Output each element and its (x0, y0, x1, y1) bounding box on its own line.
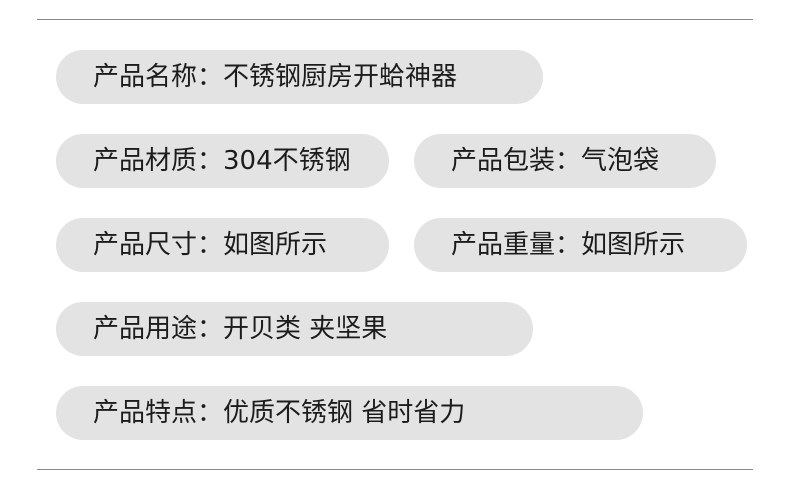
spec-product-weight: 产品重量：如图所示 (414, 218, 747, 272)
spec-product-name: 产品名称：不锈钢厨房开蛤神器 (56, 50, 543, 104)
top-divider (37, 19, 753, 20)
spec-product-feature: 产品特点：优质不锈钢 省时省力 (56, 386, 643, 440)
bottom-divider (37, 469, 753, 470)
spec-product-usage: 产品用途：开贝类 夹坚果 (56, 302, 533, 356)
spec-product-package: 产品包装：气泡袋 (414, 134, 716, 188)
spec-product-size: 产品尺寸：如图所示 (56, 218, 389, 272)
spec-product-material: 产品材质：304不锈钢 (56, 134, 389, 188)
